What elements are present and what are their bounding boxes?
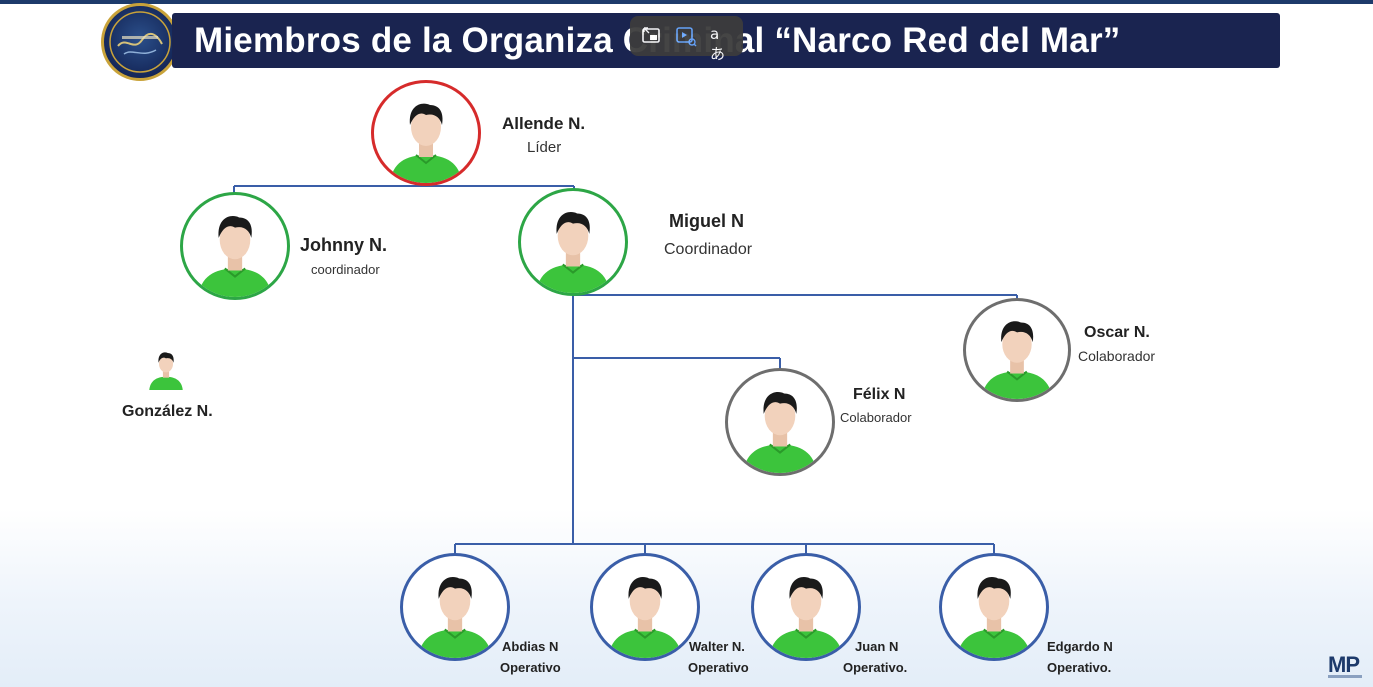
member-avatar-miguel [518, 188, 628, 296]
member-name-juan: Juan N [855, 639, 899, 654]
person-icon [957, 577, 1031, 658]
mp-logo-underline [1328, 675, 1362, 678]
member-avatar-johnny [180, 192, 290, 300]
member-role-walter: Operativo [688, 660, 749, 675]
member-name-edgardo: Edgardo N [1047, 639, 1113, 654]
member-avatar-juan [751, 553, 861, 661]
member-avatar-felix [725, 368, 835, 476]
translate-icon[interactable]: aあ [710, 25, 726, 63]
member-name-walter: Walter N. [689, 639, 745, 654]
member-name-johnny: Johnny N. [300, 235, 388, 255]
top-accent-line [0, 0, 1373, 4]
person-icon [769, 577, 843, 658]
person-icon [743, 392, 817, 473]
member-avatar-abdias [400, 553, 510, 661]
member-avatar-gonzalez [144, 343, 188, 393]
video-overlay-toolbar: aあ [630, 16, 743, 63]
member-role-felix: Colaborador [840, 410, 912, 425]
member-name-gonzalez: González N. [122, 403, 213, 420]
member-name-oscar: Oscar N. [1084, 324, 1150, 341]
person-icon [418, 577, 492, 658]
picture-in-picture-icon[interactable] [640, 24, 664, 48]
video-search-icon[interactable] [674, 24, 698, 48]
member-name-abdias: Abdias N [502, 639, 559, 654]
seal-icon [101, 3, 179, 81]
member-name-allende: Allende N. [502, 114, 586, 133]
person-icon [536, 212, 610, 293]
person-icon [981, 321, 1053, 399]
member-role-oscar: Colaborador [1078, 348, 1156, 364]
member-avatar-allende [371, 80, 481, 186]
person-icon [198, 216, 272, 297]
member-name-miguel: Miguel N [669, 211, 744, 231]
member-role-allende: Líder [527, 139, 562, 156]
mp-logo: MP [1328, 652, 1360, 677]
member-role-johnny: coordinador [311, 262, 380, 277]
member-avatar-oscar [963, 298, 1071, 402]
member-role-miguel: Coordinador [664, 241, 753, 258]
person-icon [149, 352, 183, 390]
member-role-juan: Operativo. [843, 660, 908, 675]
member-name-felix: Félix N [853, 386, 906, 403]
person-icon [390, 103, 462, 183]
member-avatar-walter [590, 553, 700, 661]
member-role-edgardo: Operativo. [1047, 660, 1112, 675]
member-role-abdias: Operativo [500, 660, 561, 675]
member-avatar-edgardo [939, 553, 1049, 661]
person-icon [608, 577, 682, 658]
